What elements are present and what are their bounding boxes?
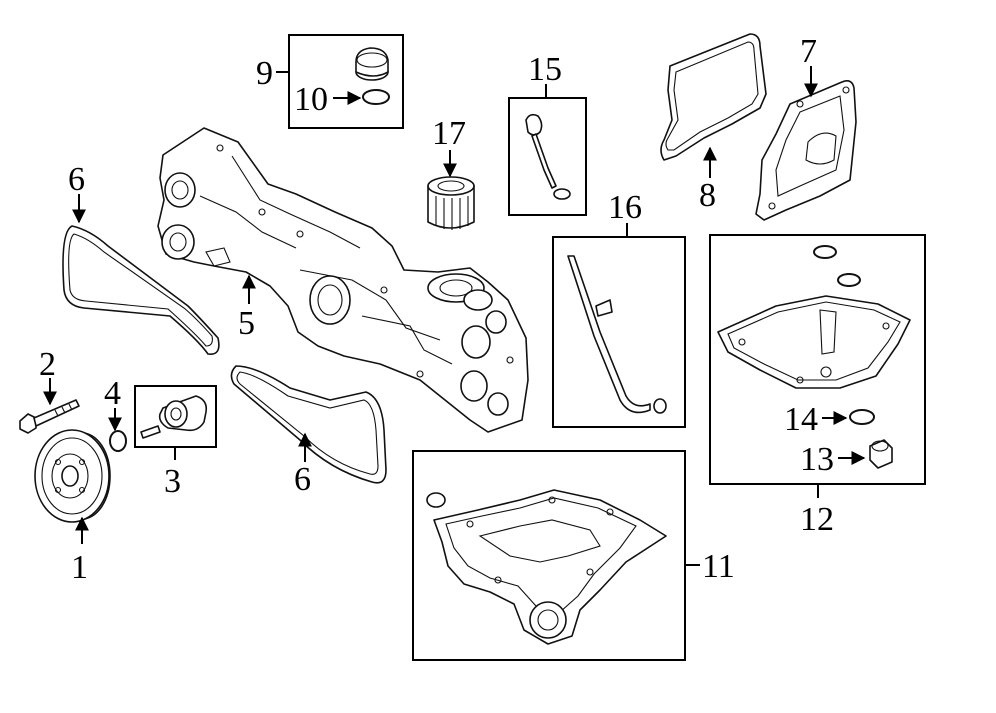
callout-4: 4 bbox=[104, 375, 121, 412]
callout-14: 14 bbox=[784, 401, 818, 438]
tensioner-drawing bbox=[140, 395, 208, 439]
belt-upper-drawing bbox=[62, 225, 220, 355]
bolt-drawing bbox=[19, 399, 80, 434]
belt-lower-drawing bbox=[230, 365, 387, 484]
oil-cap-drawing bbox=[355, 47, 389, 81]
callout-8: 8 bbox=[699, 177, 716, 214]
callout-2: 2 bbox=[39, 346, 56, 383]
drain-washer-drawing bbox=[849, 409, 875, 425]
callout-7: 7 bbox=[800, 33, 817, 70]
o-ring-4-drawing bbox=[109, 430, 127, 452]
upper-oil-pan-drawing bbox=[426, 489, 667, 645]
callout-15: 15 bbox=[528, 51, 562, 88]
oil-filter-drawing bbox=[427, 176, 475, 230]
group-box-15 bbox=[508, 97, 587, 216]
valve-cover-drawing bbox=[755, 80, 857, 221]
callout-6a: 6 bbox=[68, 161, 85, 198]
callout-13: 13 bbox=[800, 441, 834, 478]
callout-3: 3 bbox=[164, 463, 181, 500]
callout-5: 5 bbox=[238, 305, 255, 342]
callout-10: 10 bbox=[294, 81, 328, 118]
drain-plug-drawing bbox=[869, 439, 893, 469]
dipstick-drawing bbox=[525, 113, 571, 200]
dipstick-tube-drawing bbox=[567, 255, 667, 414]
crank-pulley-drawing bbox=[34, 429, 111, 523]
callout-11: 11 bbox=[702, 548, 735, 585]
lower-oil-pan-drawing bbox=[717, 245, 911, 389]
callout-16: 16 bbox=[608, 189, 642, 226]
callout-9: 9 bbox=[256, 55, 273, 92]
cap-gasket-drawing bbox=[362, 89, 390, 105]
group-box-11 bbox=[412, 450, 686, 661]
timing-cover-drawing bbox=[157, 127, 529, 433]
valve-cover-gasket-drawing bbox=[660, 33, 767, 161]
callout-1: 1 bbox=[71, 549, 88, 586]
callout-12: 12 bbox=[800, 501, 834, 538]
group-box-9-10 bbox=[288, 34, 404, 129]
callout-17: 17 bbox=[432, 115, 466, 152]
group-box-16 bbox=[552, 236, 686, 428]
callout-6b: 6 bbox=[294, 461, 311, 498]
